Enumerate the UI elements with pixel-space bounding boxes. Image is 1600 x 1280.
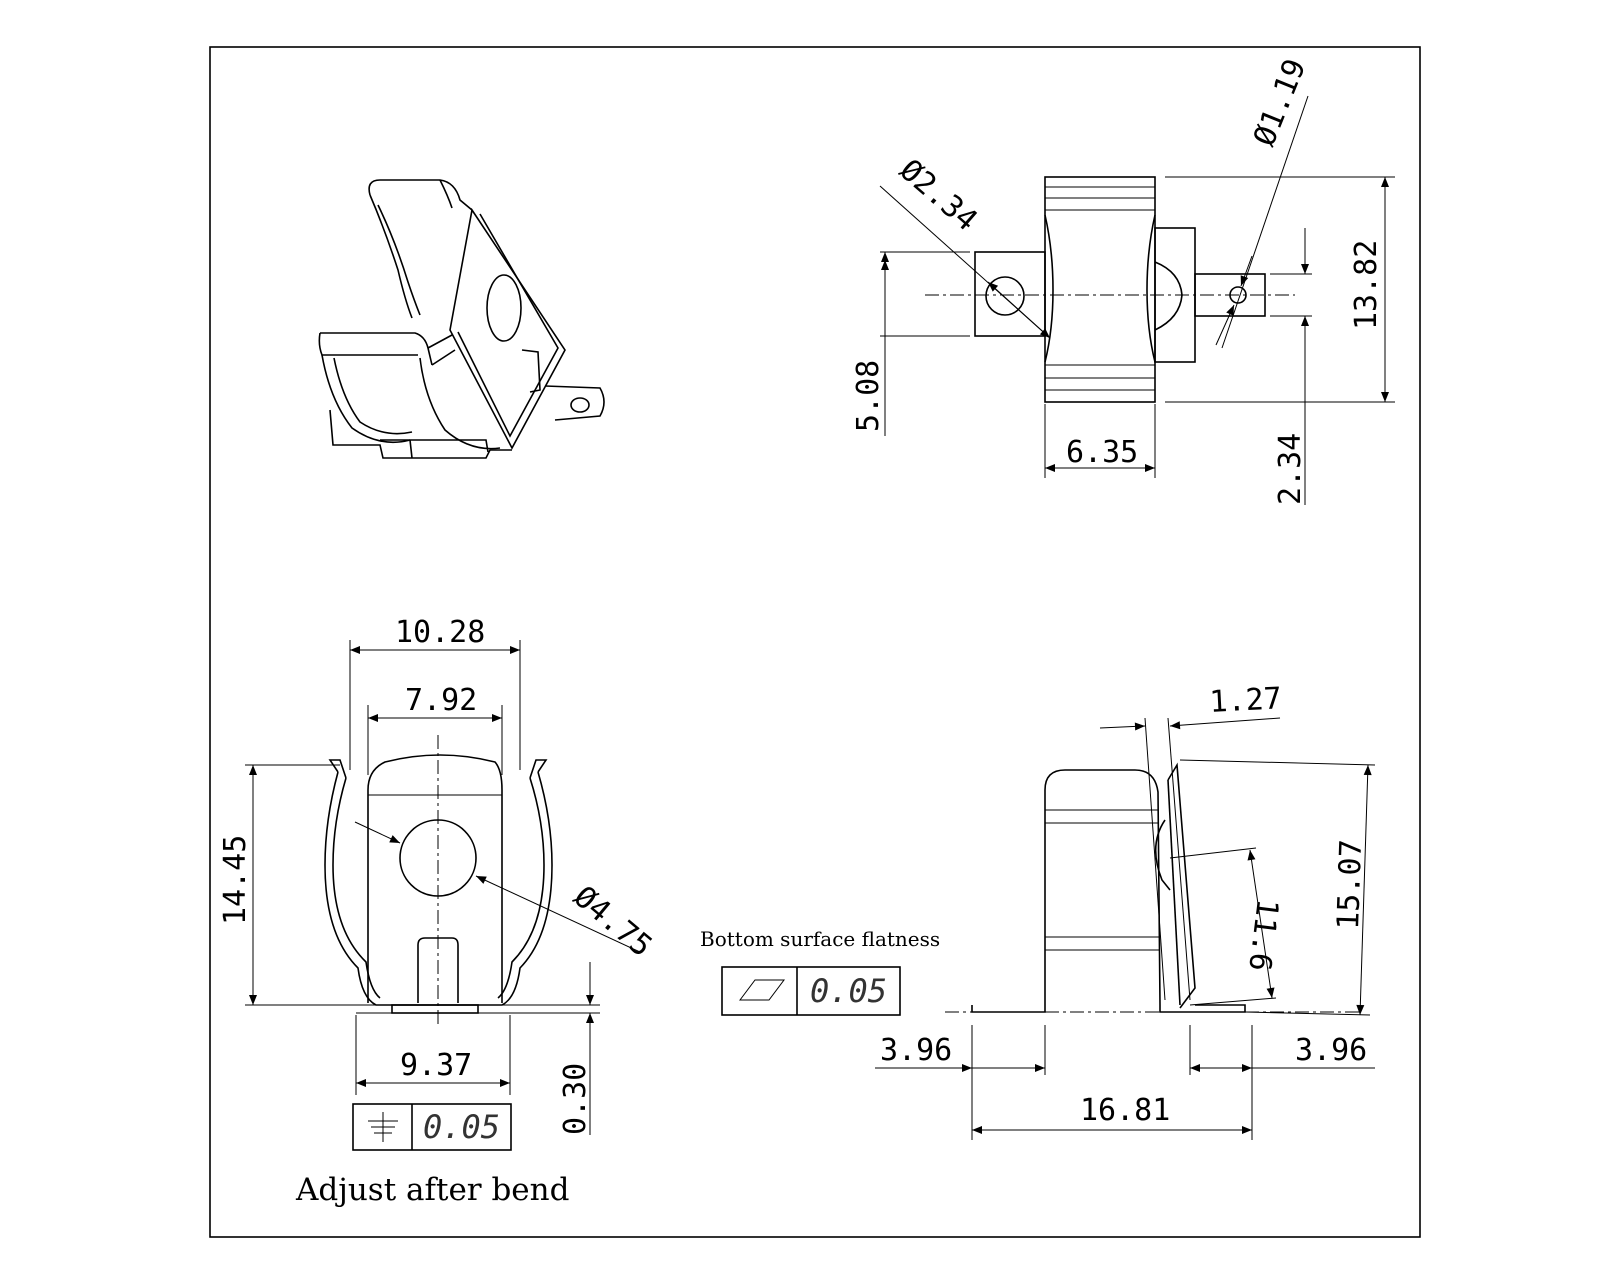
dim-top-height: 13.82: [1349, 240, 1384, 330]
adjust-note: Adjust after bend: [295, 1172, 569, 1208]
dim-side-height: 15.07: [1331, 839, 1369, 930]
flatness-value: 0.05: [810, 972, 887, 1010]
dim-front-inner-width: 7.92: [405, 683, 477, 718]
dim-side-inner-height: 11.6: [1241, 897, 1285, 973]
dim-top-left-height: 5.08: [851, 360, 886, 432]
flatness-icon: [739, 979, 785, 1001]
drawing-border: [209, 46, 1421, 1238]
dim-top-tab-offset: 2.34: [1273, 433, 1308, 505]
flatness-note: Bottom surface flatness: [700, 927, 940, 951]
dim-side-thickness: 1.27: [1209, 681, 1283, 720]
dim-front-height: 14.45: [218, 835, 253, 925]
dim-top-tab-hole-dia: Ø1.19: [1247, 54, 1313, 151]
flatness-callout: Bottom surface flatness 0.05: [700, 927, 940, 1016]
dim-side-right-foot: 3.96: [1295, 1033, 1367, 1068]
dim-front-hole-dia: Ø4.75: [567, 879, 659, 964]
dim-front-base-gap: 0.30: [558, 1063, 593, 1135]
top-view-body: [1044, 176, 1156, 403]
dim-side-left-foot: 3.96: [880, 1033, 952, 1068]
dim-front-base-width: 9.37: [400, 1048, 472, 1083]
side-view-body: [1044, 769, 1161, 1006]
dim-front-outer-width: 10.28: [395, 615, 485, 650]
top-view-hole-icon: [985, 276, 1025, 316]
top-view-left-tab: [974, 251, 1046, 337]
isometric-view: [318, 179, 605, 459]
front-view: 10.28 7.92 14.45 Ø4.75 9.37 0.30: [218, 615, 659, 1208]
dim-side-total-width: 16.81: [1080, 1093, 1170, 1128]
side-view: 1.27 15.07 11.6 3.96 3.96 16.81: [875, 681, 1376, 1140]
top-view: Ø2.34 Ø1.19 13.82 5.08 6.35 2.34: [851, 54, 1395, 505]
parallelism-frame: 0.05: [352, 1103, 512, 1151]
dim-top-width: 6.35: [1066, 435, 1138, 470]
iso-hole-icon: [486, 274, 522, 342]
front-view-body: [367, 754, 503, 1003]
front-view-hole-icon: [399, 819, 477, 897]
parallelism-value: 0.05: [423, 1108, 500, 1146]
dim-top-hole-dia: Ø2.34: [893, 153, 984, 239]
